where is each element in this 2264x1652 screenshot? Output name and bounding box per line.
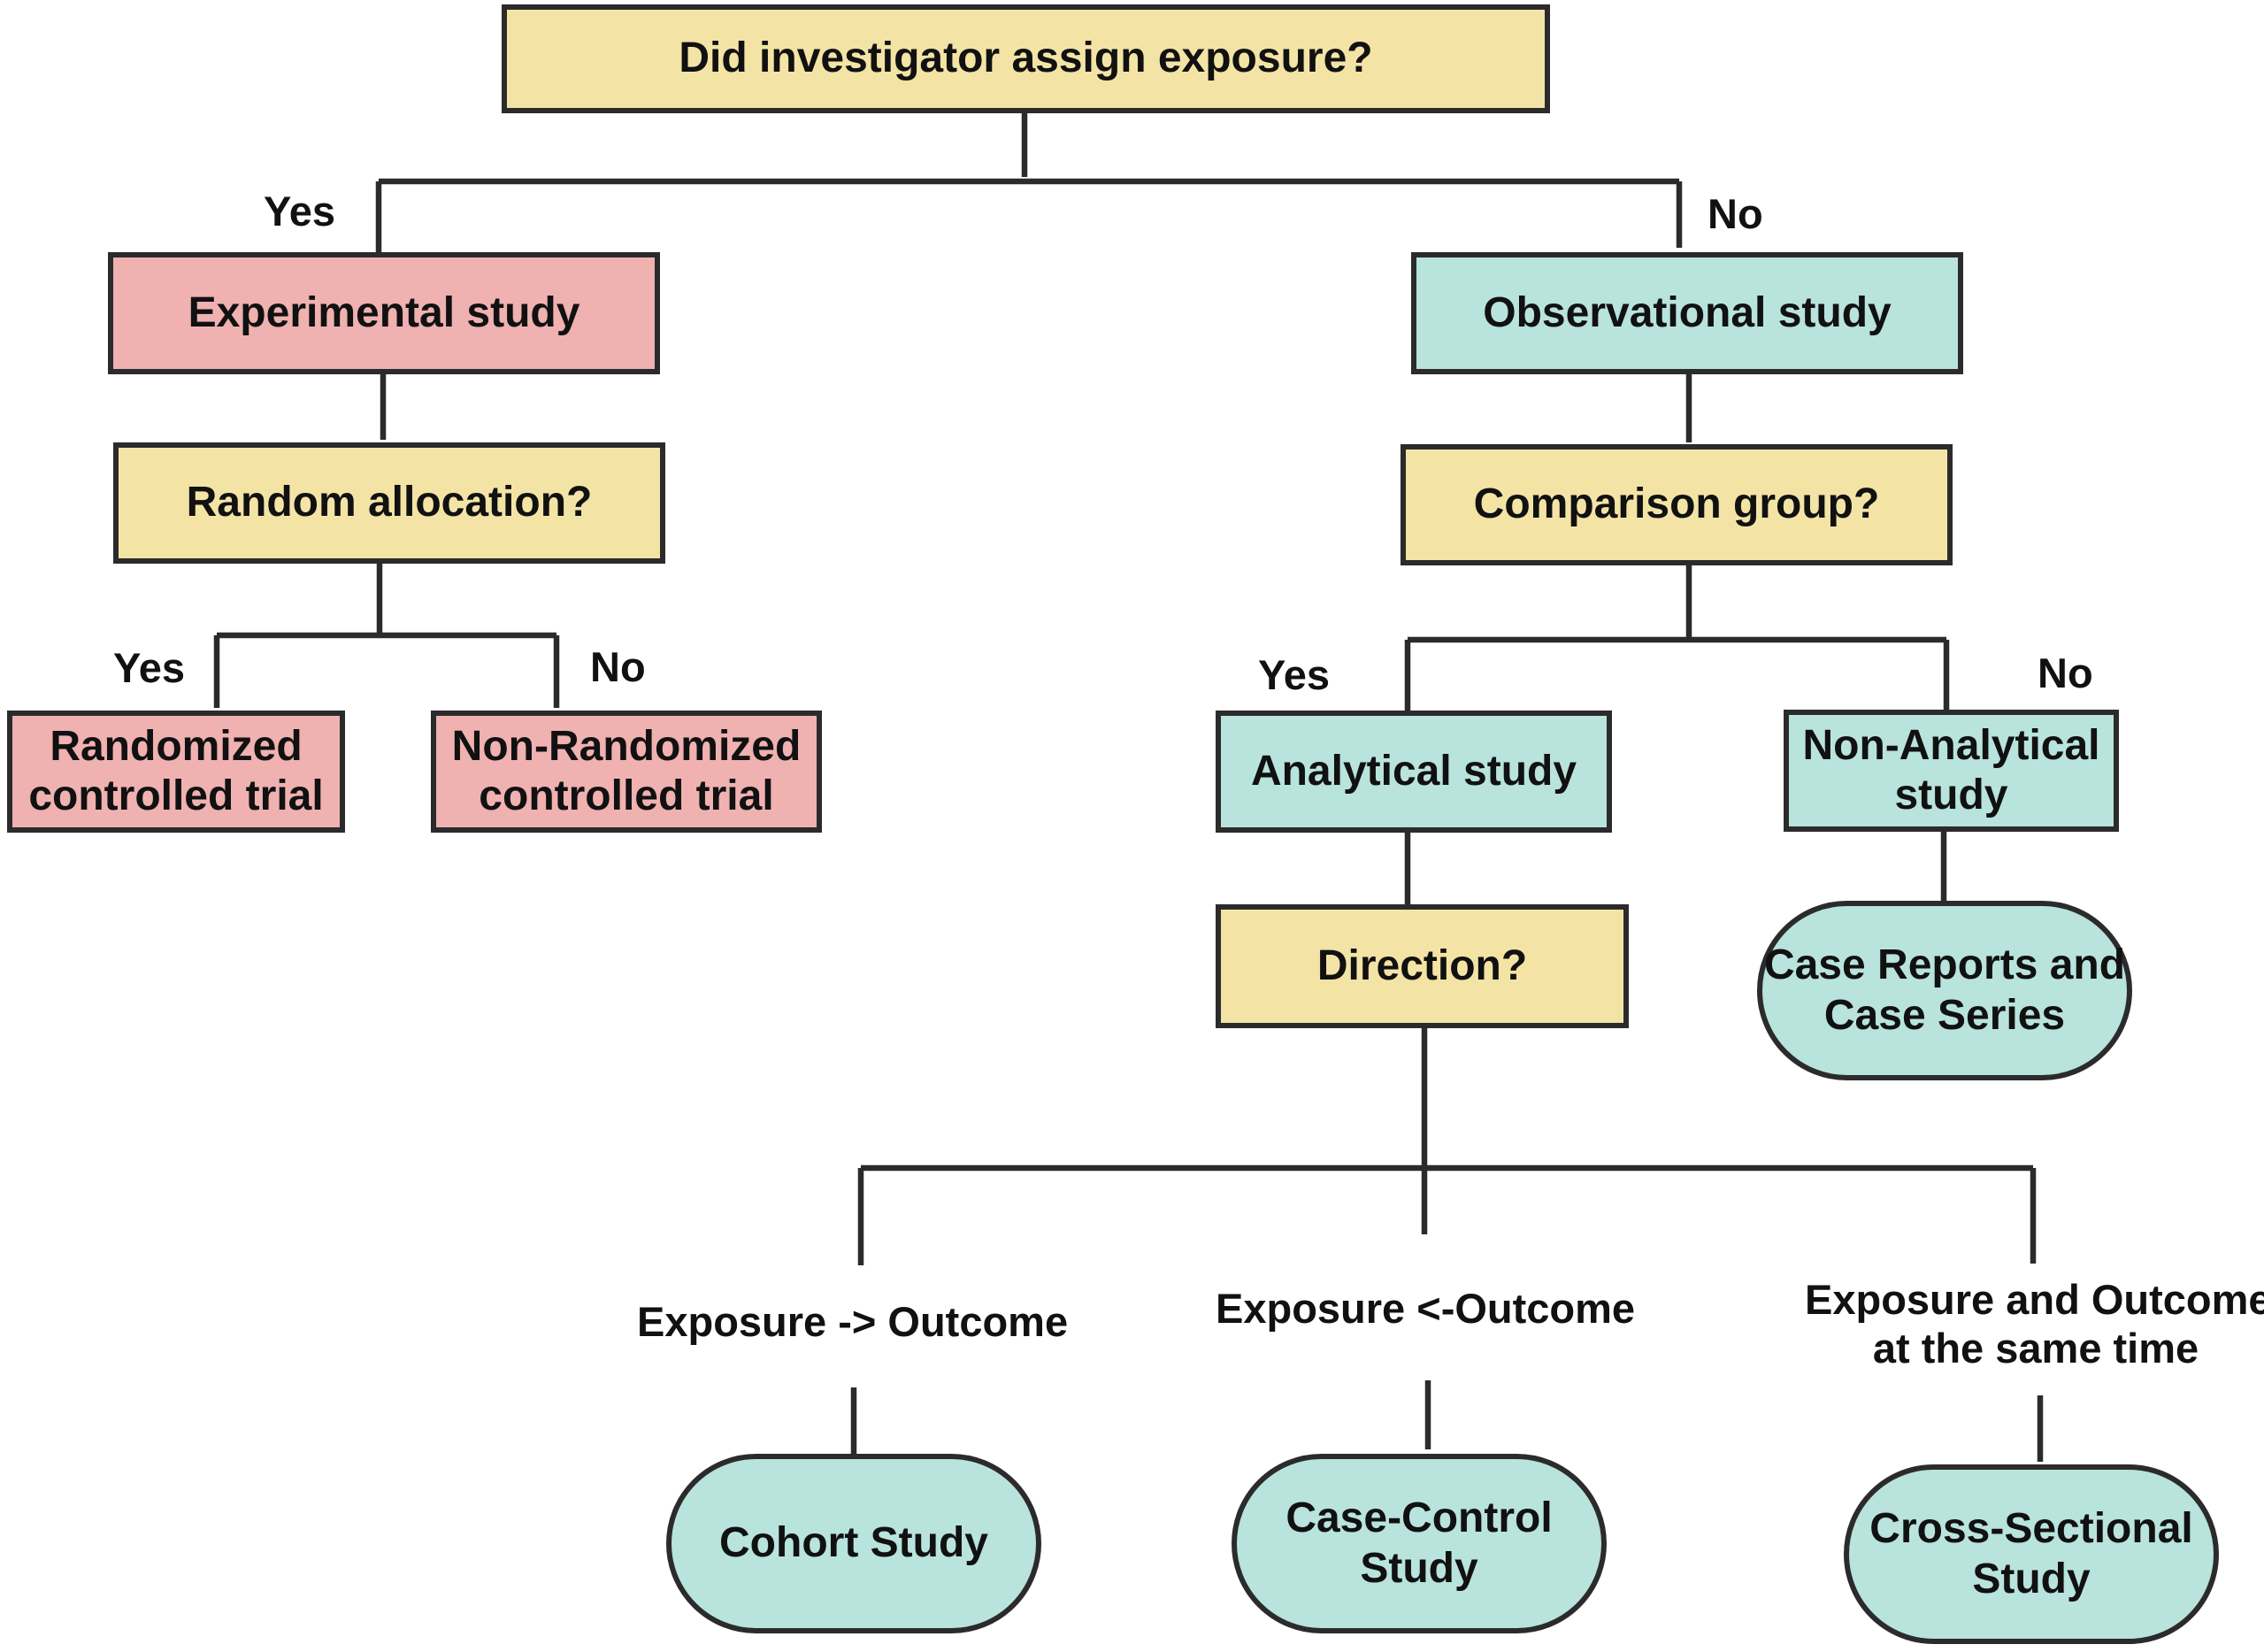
experimental-study-box: Experimental study — [108, 252, 660, 374]
analytical-study-box: Analytical study — [1216, 711, 1612, 833]
observational-study-box: Observational study — [1411, 252, 1963, 374]
cross-sectional-line2: Study — [1972, 1555, 2091, 1602]
non-analytical-study-box: Non-Analytical study — [1784, 710, 2119, 832]
cohort-study-pill: Cohort Study — [666, 1454, 1041, 1633]
outcome-to-exposure-label: Exposure <-Outcome — [1216, 1285, 1636, 1332]
root-question-box: Did investigator assign exposure? — [502, 4, 1550, 113]
case-reports-case-series-pill: Case Reports and Case Series — [1757, 901, 2132, 1080]
comparison-group-box: Comparison group? — [1401, 444, 1953, 565]
root-yes-label: Yes — [264, 188, 336, 234]
analytical-study-text: Analytical study — [1250, 747, 1577, 795]
non-randomized-controlled-trial-box: Non-Randomized controlled trial — [431, 711, 822, 833]
random-yes-label: Yes — [113, 644, 186, 691]
cohort-study-text: Cohort Study — [719, 1519, 988, 1567]
random-allocation-text: Random allocation? — [186, 479, 593, 526]
non-analytical-line1: Non-Analytical — [1802, 721, 2100, 769]
rct-line1: Randomized — [50, 722, 303, 770]
root-question-text: Did investigator assign exposure? — [679, 35, 1373, 82]
case-reports-line2: Case Series — [1823, 991, 2066, 1039]
case-control-line2: Study — [1360, 1544, 1478, 1592]
comparison-group-text: Comparison group? — [1473, 480, 1880, 528]
experimental-study-text: Experimental study — [188, 288, 580, 336]
non-analytical-line2: study — [1894, 772, 2008, 818]
cross-sectional-study-pill: Cross-Sectional Study — [1844, 1464, 2219, 1644]
cross-sectional-line1: Cross-Sectional — [1869, 1505, 2193, 1553]
same-time-line1: Exposure and Outcome — [1805, 1276, 2264, 1323]
exposure-to-outcome-label: Exposure -> Outcome — [637, 1298, 1069, 1345]
direction-text: Direction? — [1316, 941, 1528, 989]
randomized-controlled-trial-box: Randomized controlled trial — [7, 711, 345, 833]
rct-line2: controlled trial — [28, 772, 324, 819]
case-control-line1: Case-Control — [1285, 1494, 1553, 1542]
case-control-study-pill: Case-Control Study — [1232, 1454, 1607, 1633]
direction-box: Direction? — [1216, 904, 1629, 1028]
observational-study-text: Observational study — [1483, 288, 1892, 336]
comparison-yes-label: Yes — [1258, 651, 1331, 698]
non-rct-line1: Non-Randomized — [451, 722, 802, 770]
same-time-label: Exposure and Outcome at the same time — [1805, 1275, 2264, 1373]
case-reports-line1: Case Reports and — [1763, 941, 2126, 989]
random-no-label: No — [590, 643, 646, 690]
comparison-no-label: No — [2038, 649, 2093, 696]
non-rct-line2: controlled trial — [479, 772, 774, 819]
root-no-label: No — [1708, 190, 1763, 237]
random-allocation-box: Random allocation? — [113, 442, 665, 564]
same-time-line2: at the same time — [1872, 1325, 2199, 1372]
